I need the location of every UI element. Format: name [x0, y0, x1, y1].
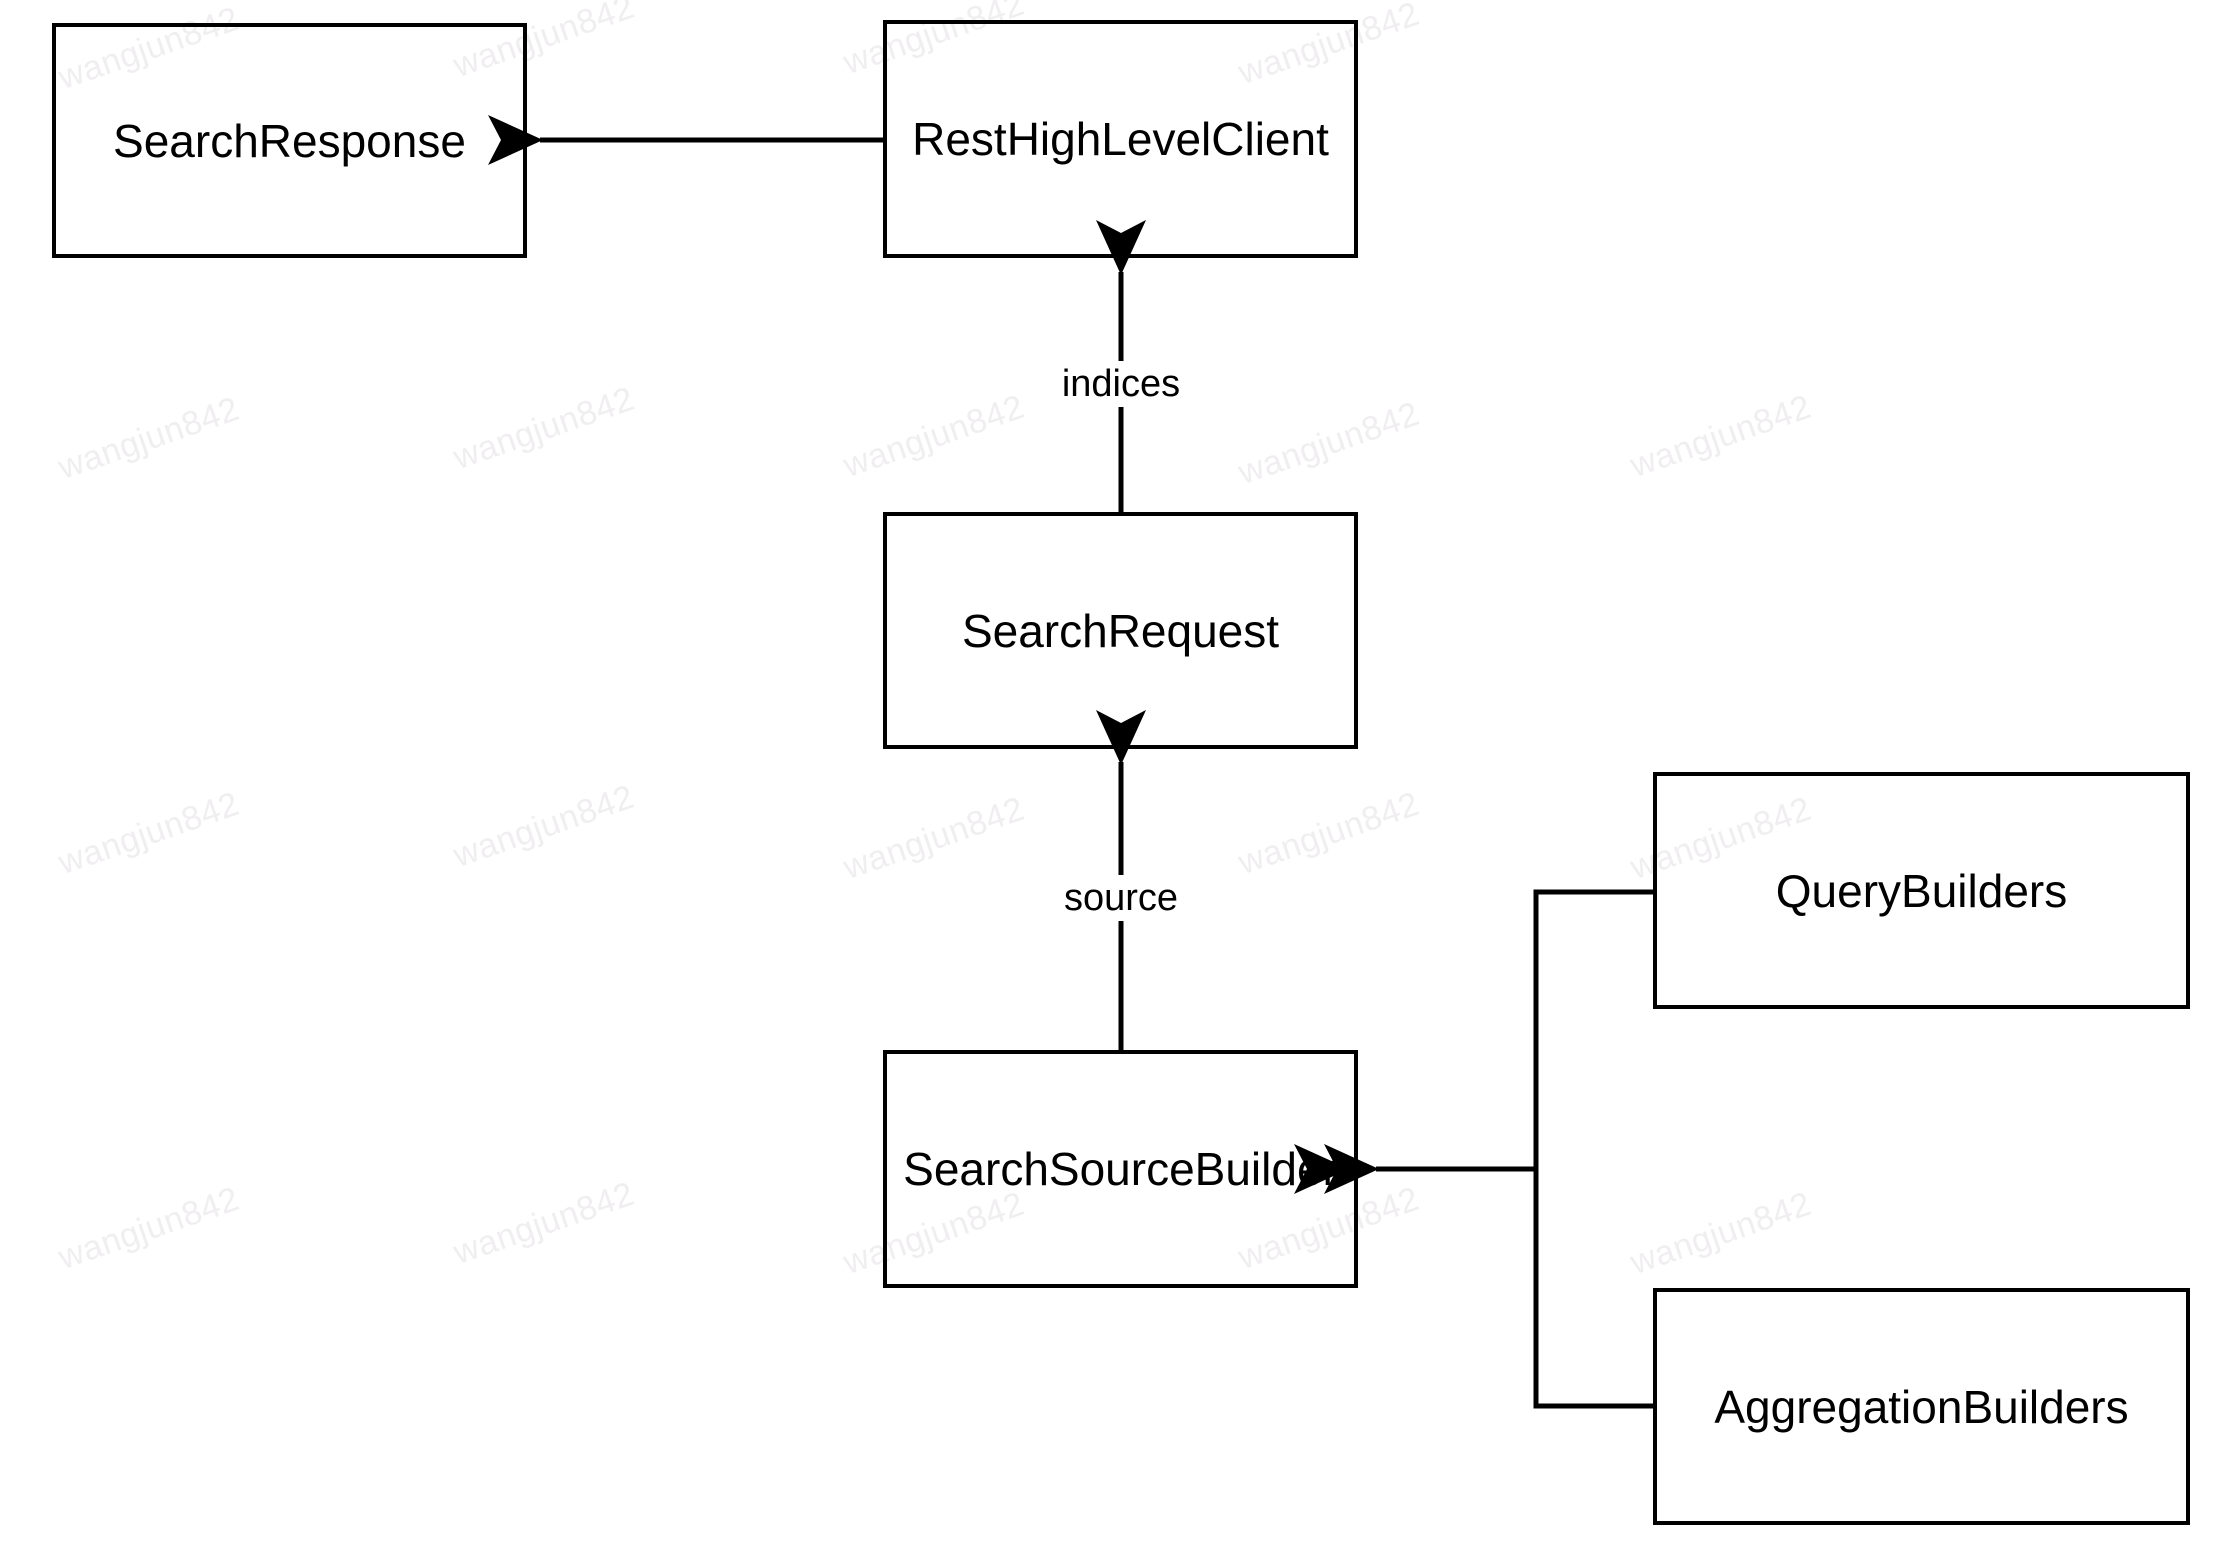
edge-label-indices: indices	[1051, 361, 1191, 407]
node-aggregation-builders[interactable]: AggregationBuilders	[1653, 1288, 2190, 1525]
edge-label-source: source	[1053, 875, 1189, 921]
node-label: SearchSourceBuilder	[903, 1143, 1338, 1195]
node-search-request[interactable]: SearchRequest	[883, 512, 1358, 749]
node-label: RestHighLevelClient	[912, 113, 1329, 165]
edge-builders-to-source	[1294, 889, 1653, 1409]
node-search-source-builder[interactable]: SearchSourceBuilder	[883, 1050, 1358, 1288]
node-search-response[interactable]: SearchResponse	[52, 23, 527, 258]
node-label: SearchResponse	[113, 114, 466, 167]
edge-bracket	[1533, 889, 1653, 1409]
node-label: AggregationBuilders	[1714, 1380, 2129, 1433]
node-label: SearchRequest	[961, 604, 1280, 657]
node-rest-high-level-client[interactable]: RestHighLevelClient	[883, 20, 1358, 258]
node-label: QueryBuilders	[1775, 864, 2068, 917]
node-query-builders[interactable]: QueryBuilders	[1653, 772, 2190, 1009]
